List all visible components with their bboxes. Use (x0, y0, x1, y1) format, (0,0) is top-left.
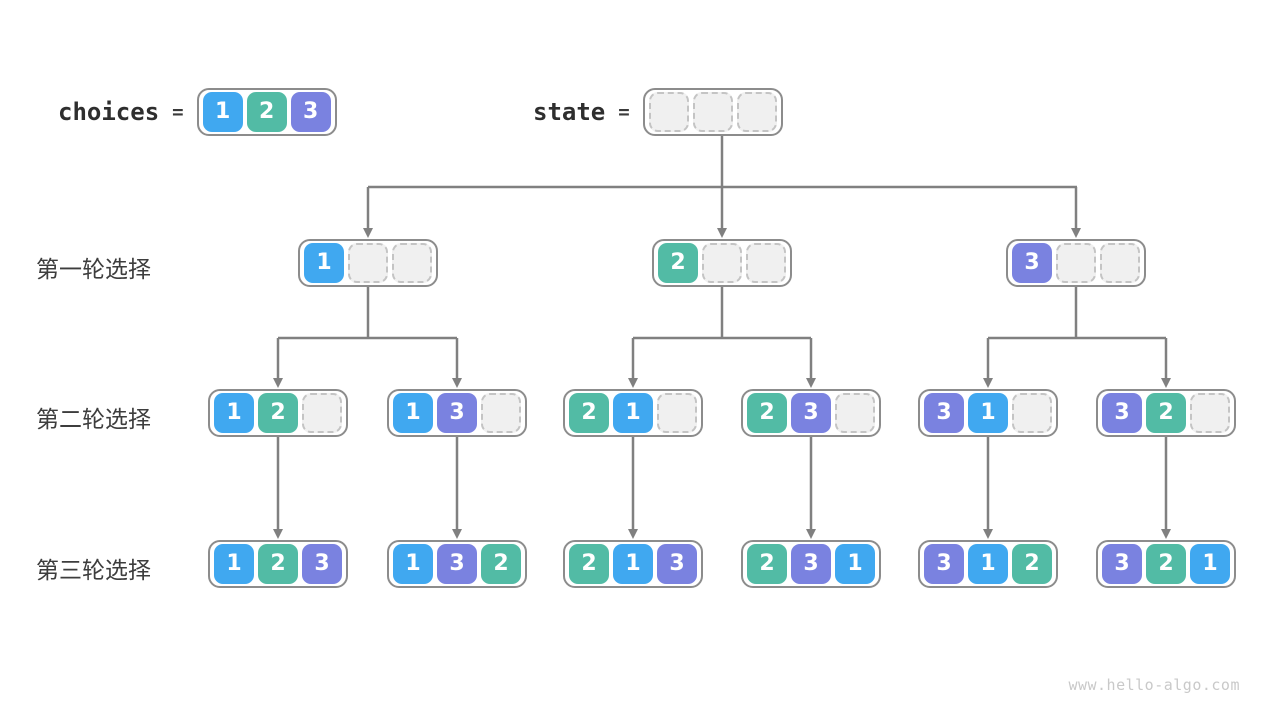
cell-empty (481, 393, 521, 433)
cell-value-3: 3 (437, 544, 477, 584)
cell-empty (1056, 243, 1096, 283)
row-label-round-3: 第三轮选择 (36, 558, 151, 584)
cell-value-1: 1 (968, 544, 1008, 584)
cell-empty (835, 393, 875, 433)
cell-value-2: 2 (747, 544, 787, 584)
cell-value-2: 2 (747, 393, 787, 433)
state-array-box (642, 88, 783, 136)
cell-empty (692, 92, 733, 132)
state-array (642, 88, 783, 136)
tree-node-r1-3: 3 (1006, 239, 1146, 287)
cell-empty (392, 243, 432, 283)
cell-value-3: 3 (290, 92, 331, 132)
cell-value-2: 2 (1146, 544, 1186, 584)
cell-value-1: 1 (202, 92, 243, 132)
watermark: www.hello-algo.com (1068, 676, 1240, 694)
cell-value-1: 1 (835, 544, 875, 584)
cell-value-2: 2 (569, 393, 609, 433)
cell-value-3: 3 (924, 393, 964, 433)
cell-value-3: 3 (924, 544, 964, 584)
cell-value-1: 1 (968, 393, 1008, 433)
row-label-round-2: 第二轮选择 (36, 407, 151, 433)
choices-label: choices (58, 98, 160, 126)
cell-empty (657, 393, 697, 433)
cell-value-2: 2 (569, 544, 609, 584)
row-label-round-1: 第一轮选择 (36, 257, 151, 283)
cell-value-1: 1 (613, 393, 653, 433)
tree-node-r1-1: 1 (298, 239, 438, 287)
cell-empty (1100, 243, 1140, 283)
state-equals-sign: = (618, 101, 630, 123)
choices-equals-sign: = (172, 101, 184, 123)
cell-empty (648, 92, 689, 132)
cell-value-2: 2 (258, 393, 298, 433)
state-group: state = (533, 88, 783, 136)
cell-value-1: 1 (1190, 544, 1230, 584)
cell-empty (1012, 393, 1052, 433)
cell-value-3: 3 (302, 544, 342, 584)
tree-node-r1-2: 2 (652, 239, 792, 287)
state-label: state (533, 98, 606, 126)
cell-value-3: 3 (791, 544, 831, 584)
cell-value-2: 2 (1012, 544, 1052, 584)
cell-value-1: 1 (393, 544, 433, 584)
cell-empty (746, 243, 786, 283)
cell-value-1: 1 (613, 544, 653, 584)
cell-value-3: 3 (791, 393, 831, 433)
cell-value-3: 3 (1102, 393, 1142, 433)
cell-value-2: 2 (658, 243, 698, 283)
cell-empty (736, 92, 777, 132)
cell-empty (702, 243, 742, 283)
cell-value-2: 2 (1146, 393, 1186, 433)
cell-value-2: 2 (246, 92, 287, 132)
cell-value-3: 3 (1102, 544, 1142, 584)
cell-empty (348, 243, 388, 283)
cell-empty (302, 393, 342, 433)
cell-value-1: 1 (393, 393, 433, 433)
cell-value-1: 1 (214, 393, 254, 433)
cell-value-2: 2 (258, 544, 298, 584)
cell-value-3: 3 (657, 544, 697, 584)
cell-value-1: 1 (214, 544, 254, 584)
cell-value-1: 1 (304, 243, 344, 283)
cell-value-3: 3 (437, 393, 477, 433)
cell-value-3: 3 (1012, 243, 1052, 283)
cell-empty (1190, 393, 1230, 433)
cell-value-2: 2 (481, 544, 521, 584)
